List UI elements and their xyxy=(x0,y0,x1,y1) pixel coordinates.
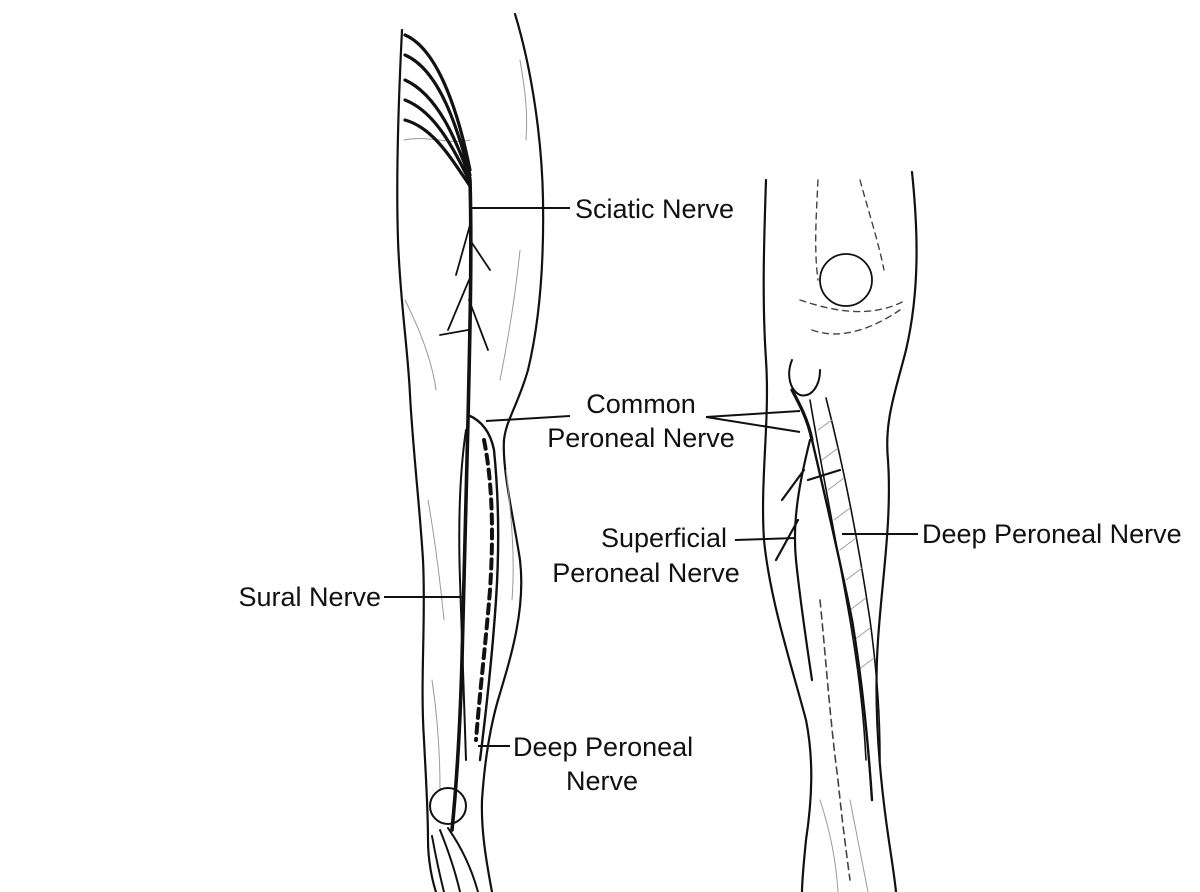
common-peroneal-leader-left xyxy=(485,415,571,422)
right-knee-sketch-dashed xyxy=(799,179,907,335)
left-calf-sketch xyxy=(427,469,514,791)
right-leg-outline-left xyxy=(761,178,813,892)
left-ankle-bone xyxy=(429,787,467,825)
label-superficial-peroneal-line1: Superficial xyxy=(601,523,727,553)
left-sural-branch xyxy=(458,429,467,761)
superficial-peroneal-leader xyxy=(734,537,797,541)
label-common-peroneal-line2: Peroneal Nerve xyxy=(547,423,735,453)
label-deep-peroneal-left-line2: Nerve xyxy=(566,766,638,796)
left-sciatic-branches xyxy=(439,224,491,351)
label-deep-peroneal-left-line1: Deep Peroneal xyxy=(513,732,693,762)
left-thigh-sketch xyxy=(403,59,528,391)
label-common-peroneal-line1: Common xyxy=(586,389,696,419)
left-leg-outline-left xyxy=(396,28,438,892)
right-leg-illustration xyxy=(761,170,918,892)
label-superficial-peroneal-line2: Peroneal Nerve xyxy=(552,558,740,588)
right-superficial-peroneal-nerve xyxy=(774,438,842,682)
right-leg-outline-right xyxy=(875,170,918,892)
leader-lines xyxy=(384,207,918,747)
left-foot-branches xyxy=(431,827,479,892)
label-deep-peroneal-nerve-right: Deep Peroneal Nerve xyxy=(922,519,1182,549)
right-muscle-hatching xyxy=(817,419,875,671)
labels: Sciatic Nerve Common Peroneal Nerve Supe… xyxy=(238,194,1181,796)
left-common-peroneal-branch xyxy=(466,413,500,762)
left-leg-illustration xyxy=(396,12,545,892)
left-nerve-roots xyxy=(403,33,472,188)
right-foot-sketch xyxy=(819,799,869,892)
right-dashed-vessel xyxy=(819,599,851,881)
label-sciatic-nerve: Sciatic Nerve xyxy=(575,194,734,224)
right-kneecap xyxy=(819,253,873,307)
right-common-peroneal-nerve xyxy=(790,388,814,442)
right-muscle-outline xyxy=(809,397,881,761)
right-fibula-head xyxy=(788,359,821,397)
left-sciatic-trunk xyxy=(450,178,473,832)
common-peroneal-leader-right-2 xyxy=(705,416,801,433)
common-peroneal-leader-right-1 xyxy=(705,410,801,418)
left-leg-outline-right xyxy=(480,12,545,892)
right-deep-peroneal-nerve xyxy=(810,438,874,802)
label-sural-nerve: Sural Nerve xyxy=(238,582,381,612)
left-deep-peroneal-dashed xyxy=(474,438,494,742)
